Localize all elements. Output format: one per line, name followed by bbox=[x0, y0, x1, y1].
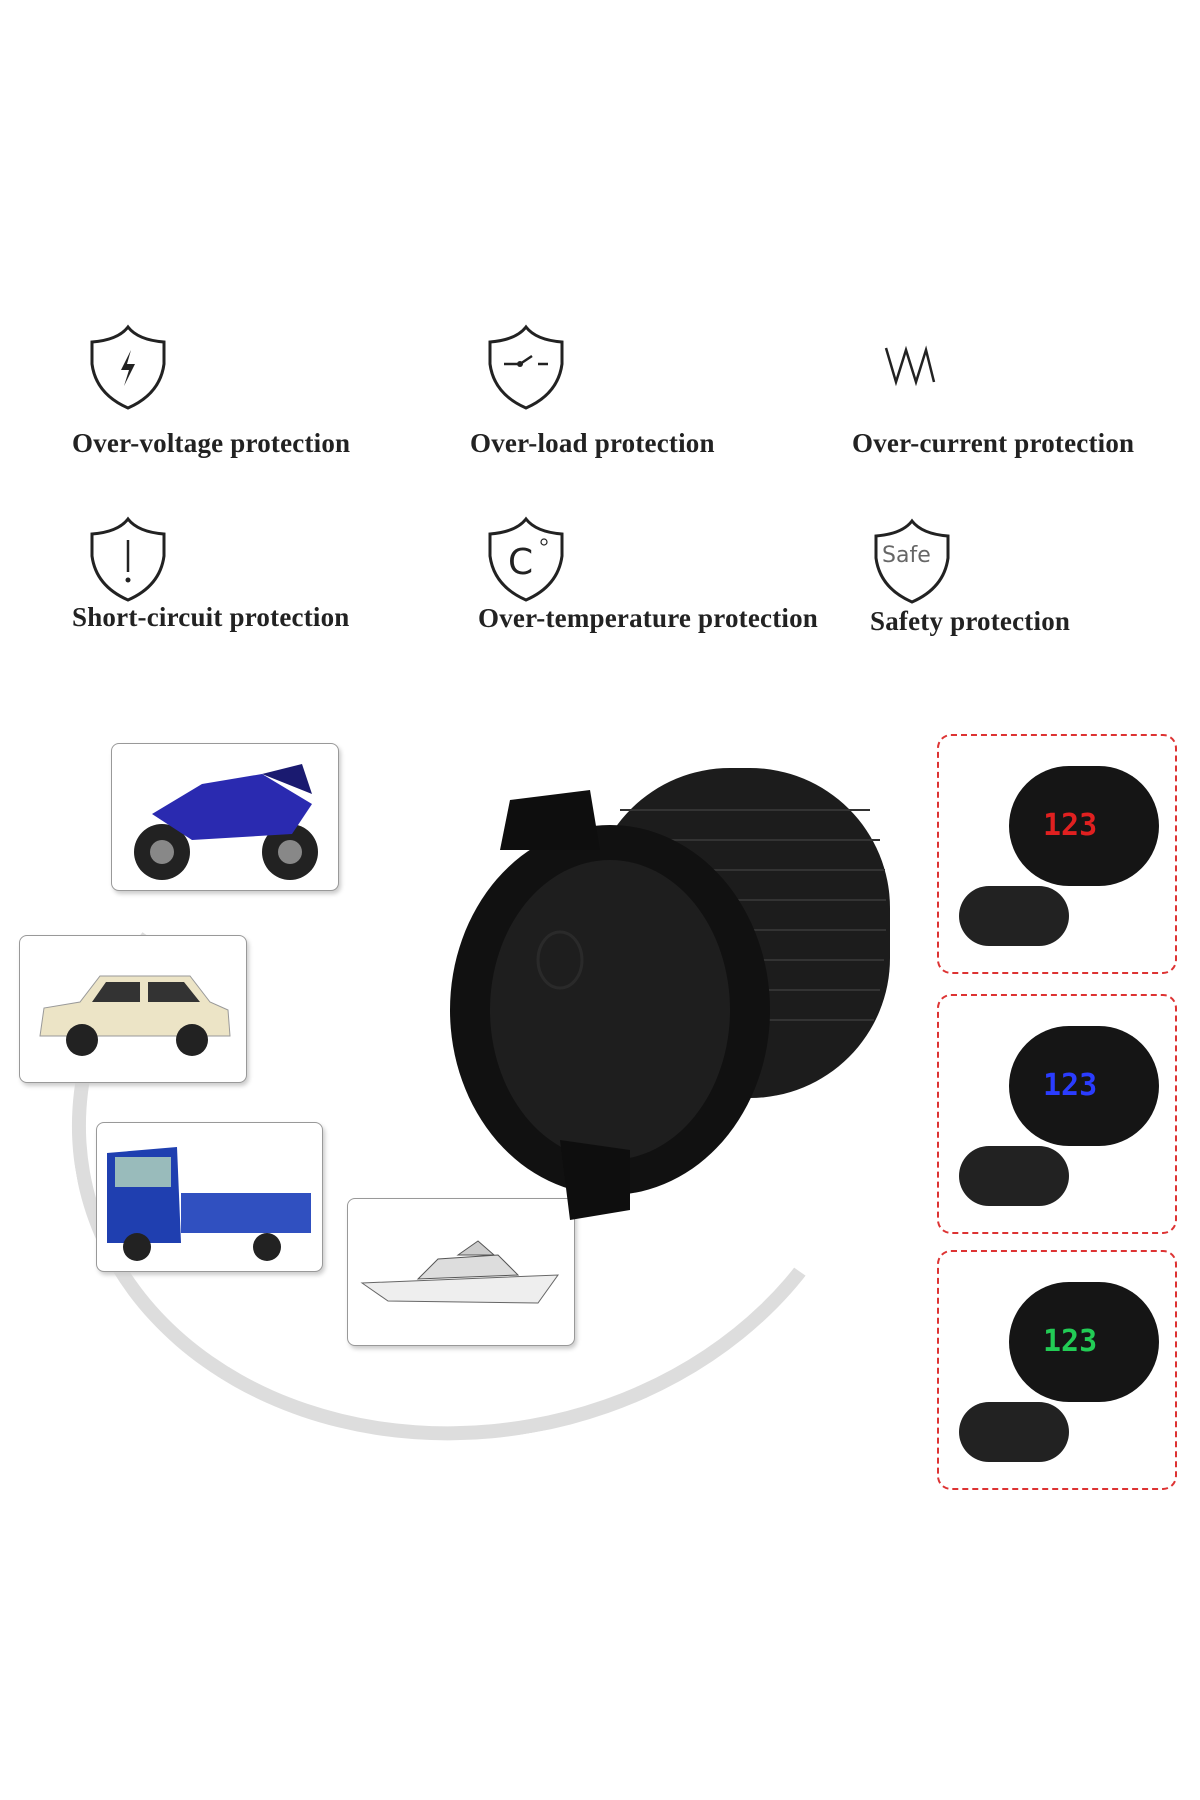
shield-safe-icon: Safe bbox=[874, 518, 950, 604]
voltage-display: 123 bbox=[1043, 808, 1098, 843]
shield-switch-icon bbox=[488, 324, 564, 410]
feature-label: Over-load protection bbox=[470, 428, 715, 458]
voltage-display: 123 bbox=[1043, 1324, 1098, 1359]
feature-label: Over-voltage protection bbox=[72, 428, 351, 458]
truck-photo bbox=[96, 1122, 323, 1272]
feature-label: Over-current protection bbox=[852, 428, 1135, 458]
car-photo bbox=[19, 935, 247, 1083]
blue-display-variant: 123 bbox=[937, 994, 1177, 1234]
yacht-photo bbox=[347, 1198, 575, 1346]
socket-product bbox=[450, 768, 890, 1220]
shield-celsius-icon: C bbox=[488, 516, 564, 602]
motorcycle-photo bbox=[111, 743, 339, 891]
svg-text:Safe: Safe bbox=[882, 543, 931, 568]
green-display-variant: 123 bbox=[937, 1250, 1177, 1490]
feature-label: Short-circuit protection bbox=[72, 602, 350, 632]
zigzag-current-icon bbox=[884, 345, 936, 387]
svg-text:C: C bbox=[508, 542, 533, 583]
feature-label: Over-temperature protection bbox=[478, 603, 819, 633]
red-display-variant: 123 bbox=[937, 734, 1177, 974]
feature-label: Safety protection bbox=[870, 606, 1071, 636]
shield-exclamation-icon bbox=[90, 516, 166, 602]
shield-lightning-icon bbox=[90, 324, 166, 410]
voltage-display: 123 bbox=[1043, 1068, 1098, 1103]
